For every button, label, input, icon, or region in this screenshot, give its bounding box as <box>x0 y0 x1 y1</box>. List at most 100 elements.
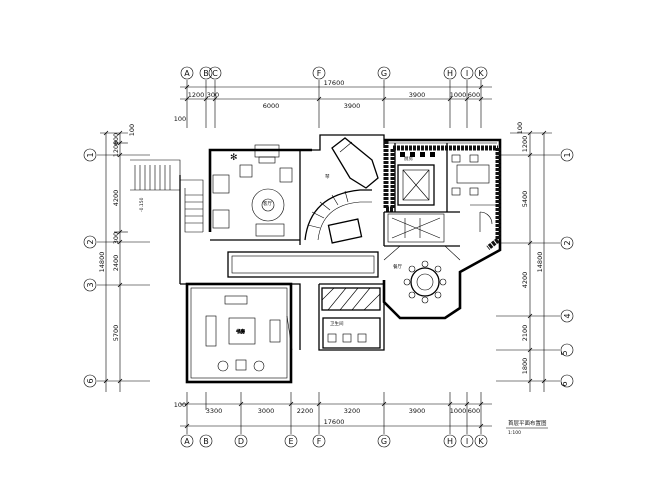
axis-bubble-top-i: I <box>460 66 474 80</box>
axis-bubble-bottom-b: B <box>199 434 213 448</box>
axis-bubble-top-k: K <box>474 66 488 80</box>
plant-icon: ✻ <box>230 153 238 163</box>
dim-bottom-seg: 3000 <box>258 407 275 415</box>
axis-bubble-bottom-g: G <box>377 434 391 448</box>
dim-right-seg: 4200 <box>521 272 529 289</box>
axis-label: B <box>203 69 209 78</box>
axis-bubble-bottom-d: D <box>234 434 248 448</box>
study-room: 书房 <box>205 295 293 372</box>
dim-bottom-seg: 3200 <box>344 407 361 415</box>
left-dimensions: 14800 600 1200 4200 300 2400 5700 100 <box>97 124 150 392</box>
spiral-stair <box>304 189 372 244</box>
axis-label: I <box>466 69 468 78</box>
dim-top-seg: 300 <box>207 91 219 99</box>
dim-left-total: 14800 <box>98 252 106 273</box>
sofa-chair <box>212 209 230 229</box>
axis-bubble-top-f: F <box>312 66 326 80</box>
axis-label: 1 <box>563 152 572 157</box>
bottom-dimensions: 3300 3000 2200 3200 3900 1000 600 17600 … <box>174 392 492 434</box>
drawing-title-block: 首层平面布置图 1:100 <box>506 419 548 436</box>
top-dimensions: 17600 1200 300 6000 3900 3900 1000 600 1… <box>174 79 492 128</box>
axis-bubble-bottom-a: A <box>180 434 194 448</box>
dim-offset-mark: 100 <box>516 122 524 134</box>
dim-left-seg: 300 <box>112 232 120 244</box>
right-dimensions: 1200 5400 4200 2100 1800 14800 100 <box>496 122 560 392</box>
dim-top-seg: 6000 <box>263 102 280 110</box>
room-label-kitchen: 厨房 <box>404 155 413 162</box>
axis-label: 1 <box>86 152 95 157</box>
axis-label: B <box>203 437 209 446</box>
axis-bubble-bottom-h: H <box>443 434 457 448</box>
dim-bottom-seg: 3300 <box>206 407 223 415</box>
kitchen-appliances <box>400 152 435 157</box>
axis-label: 3 <box>86 282 95 287</box>
axis-bubble-bottom-i: I <box>460 434 474 448</box>
axis-label: F <box>317 437 322 446</box>
dim-offset-mark: 100 <box>174 115 186 123</box>
axis-label: E <box>288 437 293 446</box>
piano-label: 琴 <box>325 174 330 180</box>
axis-label: 2 <box>563 240 572 245</box>
planter-border <box>383 141 501 250</box>
axis-label: 2 <box>86 239 95 244</box>
axis-label: C <box>212 69 218 78</box>
exterior-stairs <box>130 165 203 224</box>
dim-top-seg: 600 <box>468 91 480 99</box>
level-mark: -0.150 <box>139 197 145 212</box>
axis-bubble-left-3: 3 <box>83 278 97 292</box>
sofa-chair <box>212 174 230 194</box>
axis-bubble-left-2: 2 <box>83 235 97 249</box>
axis-label: 4 <box>563 313 572 318</box>
axis-bubble-top-b: B <box>199 66 213 80</box>
axis-bubble-left-1: 1 <box>83 148 97 162</box>
dim-bottom-seg: 3900 <box>409 407 426 415</box>
axis-bubble-bottom-k: K <box>474 434 488 448</box>
axis-label: 5 <box>560 350 569 355</box>
dim-left-seg: 4200 <box>112 190 120 207</box>
axis-label: D <box>238 437 244 446</box>
dining-upper <box>451 154 496 232</box>
room-label-living: 客厅 <box>263 200 272 207</box>
right-axis-bubbles: 1 2 4 5 6 <box>560 148 574 388</box>
dim-offset-mark: 100 <box>128 124 136 136</box>
dim-top-seg: 1200 <box>188 91 205 99</box>
dim-bottom-seg: 2200 <box>297 407 314 415</box>
dim-left-seg: 2400 <box>112 255 120 272</box>
axis-label: 6 <box>560 381 569 386</box>
axis-label: H <box>447 69 453 78</box>
round-dining-table: 餐厅 <box>393 260 447 304</box>
axis-label: F <box>317 69 322 78</box>
round-rug <box>251 188 285 222</box>
axis-bubble-right-1: 1 <box>560 148 574 162</box>
axis-label: A <box>184 437 190 446</box>
axis-bubble-right-4: 4 <box>560 309 574 323</box>
dim-bottom-total: 17600 <box>324 418 345 426</box>
dim-top-seg: 3900 <box>409 91 426 99</box>
bottom-axis-bubbles: A B D E F G H I K <box>180 434 488 448</box>
axis-label: K <box>478 69 484 78</box>
drawing-title: 首层平面布置图 <box>508 419 547 427</box>
dim-bottom-seg: 1000 <box>450 407 467 415</box>
axis-label: G <box>381 69 387 78</box>
dim-right-seg: 1200 <box>521 136 529 153</box>
bathroom-block: 卫生间 <box>321 287 381 343</box>
kitchen-block: 厨房 <box>387 152 445 243</box>
axis-bubble-bottom-e: E <box>284 434 298 448</box>
axis-label: K <box>478 437 484 446</box>
axis-label: G <box>381 437 387 446</box>
dim-bottom-seg: 600 <box>468 407 480 415</box>
axis-bubble-right-6: 6 <box>560 374 574 388</box>
axis-bubble-top-a: A <box>180 66 194 80</box>
axis-bubble-top-g: G <box>377 66 391 80</box>
axis-label: A <box>184 69 190 78</box>
corridor-counter <box>227 251 379 278</box>
dim-right-seg: 5400 <box>521 191 529 208</box>
dim-left-seg: 600 <box>112 133 120 145</box>
axis-bubble-bottom-f: F <box>312 434 326 448</box>
dim-left-seg: 1200 <box>112 141 120 158</box>
exterior-walls <box>130 134 502 384</box>
axis-label: I <box>466 437 468 446</box>
axis-label: 6 <box>86 378 95 383</box>
sofa <box>255 223 285 237</box>
